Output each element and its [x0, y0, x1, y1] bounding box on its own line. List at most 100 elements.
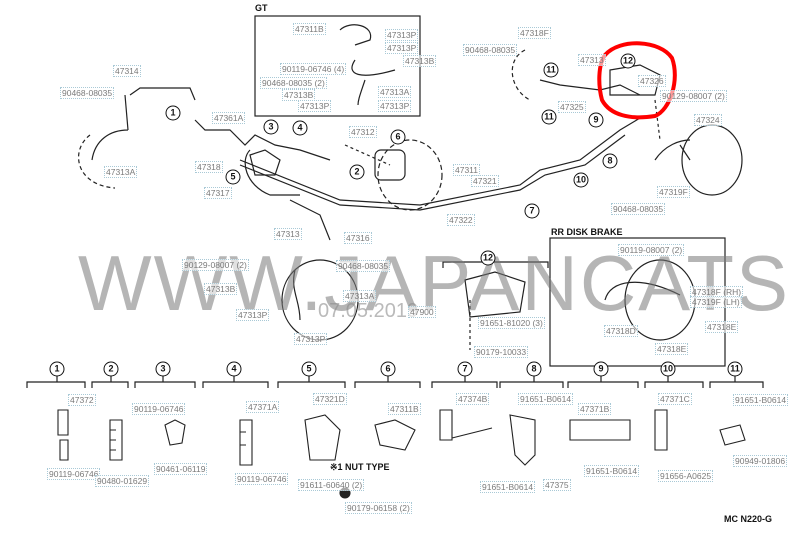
index-bracket: [431, 376, 498, 388]
index-brackets: [26, 376, 764, 388]
brake-line-47321: [239, 117, 641, 206]
part-number-label[interactable]: 90949-01806: [733, 455, 788, 467]
index-number: 7: [457, 361, 473, 377]
part-number-label[interactable]: 47318: [195, 161, 223, 173]
callout-number: 11: [541, 109, 557, 125]
brake-line-47325: [539, 79, 641, 96]
part-number-label[interactable]: 47374B: [456, 393, 490, 405]
part-number-label[interactable]: 91611-60640 (2): [298, 479, 365, 491]
lh-hose: [293, 269, 301, 321]
rear-right-drum: [681, 124, 743, 196]
brake-hose-47319f: [654, 139, 691, 161]
callout-number: 12: [620, 53, 636, 69]
proportioning-valve: [249, 149, 281, 176]
index-number: 10: [660, 361, 676, 377]
part-number-label[interactable]: 47319F: [657, 186, 690, 198]
part-number-label[interactable]: 90119-06746: [47, 468, 101, 480]
part-number-label[interactable]: 47313: [578, 54, 606, 66]
part-number-label[interactable]: 47313P: [298, 100, 332, 112]
callout-number: 11: [543, 62, 559, 78]
part-number-label[interactable]: 47371C: [658, 393, 692, 405]
part-number-label[interactable]: 90119-08007 (2): [618, 244, 685, 256]
part-number-label[interactable]: 47375: [543, 479, 571, 491]
part-number-label[interactable]: 47318E: [655, 343, 689, 355]
index-number: 4: [226, 361, 242, 377]
index-number: 6: [380, 361, 396, 377]
part-number-label[interactable]: 91651-B0614: [480, 481, 536, 493]
part-number-label[interactable]: 90468-08035: [60, 87, 115, 99]
part-number-label[interactable]: 47313P: [385, 29, 419, 41]
part-number-label[interactable]: 47900: [408, 306, 436, 318]
watermark-site: WWW.JAPANCATS.RU: [78, 239, 795, 327]
part-number-label[interactable]: 91656-A0625: [658, 470, 714, 482]
brake-line-47317: [244, 149, 300, 196]
part-number-label[interactable]: 47316: [344, 232, 372, 244]
part-number-label[interactable]: 47361A: [212, 112, 246, 124]
part-number-label[interactable]: 90461-06119: [154, 463, 208, 475]
part-number-label[interactable]: 47313P: [294, 333, 328, 345]
callout-number: 12: [480, 250, 496, 266]
watermark-date: 07.05.2019: [318, 300, 419, 322]
part-number-label[interactable]: 47321: [471, 175, 499, 187]
part-number-label[interactable]: 47322: [447, 214, 475, 226]
part-number-label[interactable]: 47311B: [293, 23, 326, 35]
index-number: 9: [593, 361, 609, 377]
part-number-label[interactable]: 91651-B0614: [733, 394, 789, 406]
part-number-label[interactable]: 47313P: [378, 100, 412, 112]
part-number-label[interactable]: 47318D: [604, 325, 638, 337]
part-number-label[interactable]: 47313A: [104, 166, 138, 178]
part-number-label[interactable]: 90129-08007 (2): [182, 259, 249, 271]
part-number-label[interactable]: 47314: [113, 65, 141, 77]
gt-hose: [351, 59, 396, 106]
part-number-label[interactable]: 47313A: [378, 86, 412, 98]
part-number-label[interactable]: 90468-08035: [611, 203, 666, 215]
index-bracket: [354, 376, 421, 388]
part-number-label[interactable]: 47313P: [385, 42, 419, 54]
drawing-code: MC N220-G: [724, 514, 773, 524]
part-number-label[interactable]: 47313: [274, 228, 302, 240]
part-number-label[interactable]: 47326: [638, 75, 666, 87]
part-number-label[interactable]: 47312: [349, 126, 377, 138]
index-bracket: [644, 376, 704, 388]
callout-number: 5: [225, 169, 241, 185]
red-highlight-circle: [597, 41, 677, 120]
part-number-label[interactable]: 47319F (LH): [690, 296, 742, 308]
part-number-label[interactable]: 90179-06158 (2): [345, 502, 412, 514]
part-number-label[interactable]: 47311: [453, 164, 481, 176]
brake-line-47316: [289, 199, 331, 241]
valve-bracket: [442, 261, 549, 268]
callout-number: 8: [602, 153, 618, 169]
part-number-label[interactable]: 47325: [558, 101, 586, 113]
part-number-label[interactable]: 90119-06746 (4): [280, 63, 347, 75]
part-number-label[interactable]: 90179-10033: [474, 346, 529, 358]
index-bracket: [567, 376, 639, 388]
part-number-label[interactable]: 47313B: [204, 283, 238, 295]
callout-number: 3: [263, 119, 279, 135]
part-number-label[interactable]: 47321D: [313, 393, 347, 405]
part-number-label[interactable]: 47318E: [705, 321, 739, 333]
part-number-label[interactable]: 91651-B0614: [518, 393, 574, 405]
part-number-label[interactable]: 47313B: [403, 55, 437, 67]
index-number: 3: [155, 361, 171, 377]
part-number-label[interactable]: 47318F: [518, 27, 551, 39]
part-number-label[interactable]: 47371A: [246, 401, 280, 413]
part-number-label[interactable]: 90119-06746: [132, 403, 186, 415]
part-number-label[interactable]: 47313A: [343, 290, 377, 302]
part-number-label[interactable]: 47372: [68, 394, 96, 406]
front-line-left: [129, 87, 196, 101]
part-number-label[interactable]: 90468-08035: [463, 44, 518, 56]
part-number-label[interactable]: 91651-81020 (3): [478, 317, 545, 329]
part-number-label[interactable]: 47324: [694, 114, 722, 126]
part-number-label[interactable]: 47311B: [388, 403, 421, 415]
part-number-label[interactable]: 90119-06746: [235, 473, 289, 485]
part-number-label[interactable]: 91651-B0614: [584, 465, 640, 477]
part-number-label[interactable]: 90129-08007 (2): [660, 90, 727, 102]
part-number-label[interactable]: 47371B: [578, 403, 612, 415]
part-number-label[interactable]: 90468-08035: [336, 260, 391, 272]
part-number-label[interactable]: 47313P: [236, 309, 270, 321]
index-bracket: [202, 376, 269, 388]
index-number: 2: [103, 361, 119, 377]
part-number-label[interactable]: 47317: [204, 187, 232, 199]
part-number-label[interactable]: 90468-08035 (2): [260, 77, 327, 89]
part-number-label[interactable]: 90480-01629: [95, 475, 150, 487]
